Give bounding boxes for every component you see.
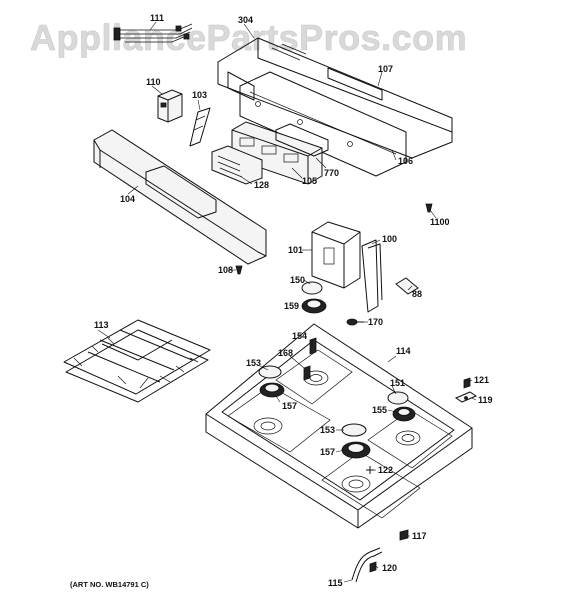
screw-120-part: [369, 561, 377, 573]
screw-117-part: [399, 529, 409, 541]
grate-part: [63, 319, 211, 403]
screw-108-part: [235, 265, 243, 275]
callout-107: 107: [378, 64, 393, 74]
part-122-marker: [366, 466, 374, 474]
callout-105: 105: [302, 176, 317, 186]
igniter-part: [303, 337, 317, 381]
callout-153-left: 153: [246, 358, 261, 368]
callout-108: 108: [218, 265, 233, 275]
callout-114: 114: [396, 346, 411, 356]
switch-bracket-part: [189, 107, 211, 147]
callout-121: 121: [474, 375, 489, 385]
burner-cap-153-left-part: [258, 365, 282, 379]
callout-111: 111: [150, 13, 164, 23]
control-panel-fascia-part: [93, 129, 267, 265]
burner-cap-153-center-part: [341, 423, 367, 437]
spark-module-part: [157, 89, 183, 123]
callout-104: 104: [120, 194, 135, 204]
callout-110: 110: [146, 77, 161, 87]
art-number: (ART NO. WB14791 C): [70, 580, 149, 589]
callout-106: 106: [398, 156, 413, 166]
gas-tube-115-part: [351, 547, 383, 583]
callout-159: 159: [284, 301, 299, 311]
keypad-part: [211, 145, 263, 185]
callout-120: 120: [382, 563, 397, 573]
callout-157-left: 157: [282, 401, 297, 411]
callout-168: 168: [278, 348, 293, 358]
callout-770: 770: [324, 168, 339, 178]
callout-119: 119: [478, 395, 493, 405]
watermark-text: AppliancePartsPros.com: [30, 17, 467, 58]
callout-labels: 111 304 107 110 103 128 105 770 106 104 …: [94, 13, 493, 588]
burner-head-159-part: [301, 298, 327, 314]
burner-head-155-part: [392, 406, 416, 422]
backsplash-bracket-part: [217, 37, 453, 159]
callout-155: 155: [372, 405, 387, 415]
callout-103: 103: [192, 90, 207, 100]
callout-113: 113: [94, 320, 109, 330]
callout-115: 115: [328, 578, 343, 588]
screw-121-part: [463, 377, 471, 389]
leader-lines: [97, 21, 477, 583]
burner-cap-150-part: [301, 281, 323, 295]
callout-100: 100: [382, 234, 397, 244]
wire-harness-part: [113, 23, 193, 43]
screw-170-part: [346, 318, 364, 326]
callout-122: 122: [378, 465, 393, 475]
callout-88: 88: [412, 289, 422, 299]
burner-head-157-center-part: [341, 441, 371, 459]
callout-101: 101: [288, 245, 303, 255]
callout-128: 128: [254, 180, 269, 190]
callout-151: 151: [390, 378, 405, 388]
callout-153-center: 153: [320, 425, 335, 435]
callout-154: 154: [292, 331, 307, 341]
burner-head-157-left-part: [259, 382, 285, 398]
screw-1100-part: [425, 203, 433, 213]
callout-157-center: 157: [320, 447, 335, 457]
hinge-119-part: [454, 391, 478, 403]
callout-1100: 1100: [430, 217, 450, 227]
cooktop-part: [205, 323, 473, 529]
side-bracket-part: [361, 239, 383, 313]
callout-117: 117: [412, 531, 427, 541]
callout-170: 170: [368, 317, 383, 327]
clip-88-part: [395, 277, 419, 295]
burner-cap-151-part: [387, 391, 409, 405]
control-plate-part: [239, 71, 407, 177]
manifold-bracket-part: [311, 221, 361, 289]
callout-150: 150: [290, 275, 305, 285]
callout-304: 304: [238, 15, 253, 25]
